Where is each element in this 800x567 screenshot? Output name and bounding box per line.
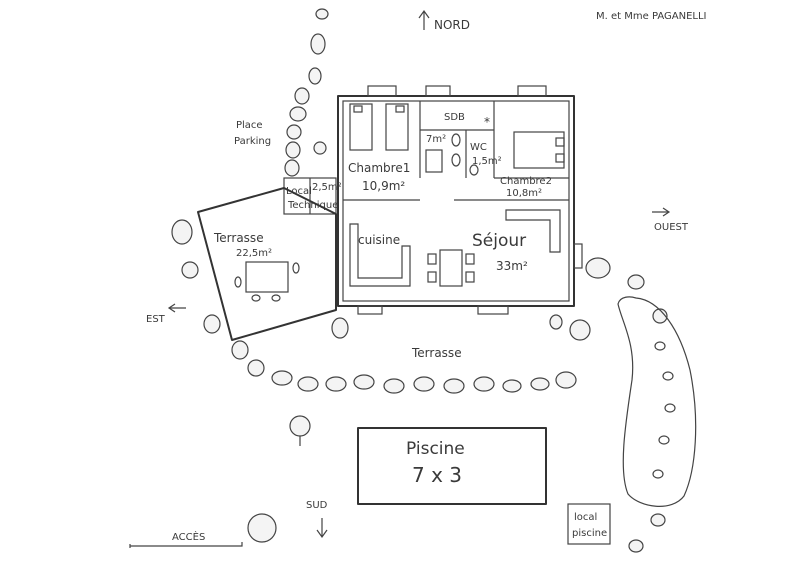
pool-room-line2: piscine bbox=[572, 528, 607, 539]
west-indicator: OUEST bbox=[652, 207, 689, 233]
bathroom-name: SDB bbox=[444, 112, 465, 123]
tech-room-name: Local bbox=[286, 186, 312, 197]
bedroom1-area: 10,9m² bbox=[362, 179, 405, 193]
bedroom2-area: 10,8m² bbox=[506, 188, 542, 199]
parking-label-line2: Parking bbox=[234, 136, 271, 147]
bedroom2-name: Chambre2 bbox=[500, 176, 552, 187]
south-indicator: SUD bbox=[306, 500, 328, 539]
pool-size: 7 x 3 bbox=[412, 463, 462, 487]
living-area: 33m² bbox=[496, 259, 528, 273]
house-walls bbox=[337, 85, 583, 315]
living-sofa bbox=[505, 209, 561, 253]
bidet-icon bbox=[451, 153, 461, 167]
kitchen-name: cuisine bbox=[358, 233, 400, 247]
pool-room bbox=[567, 503, 611, 545]
wc-area: 1,5m² bbox=[472, 156, 502, 167]
kitchen-counter bbox=[349, 223, 411, 287]
tree-icon bbox=[289, 415, 311, 446]
rock-trail-north bbox=[284, 8, 329, 177]
pool-outline bbox=[357, 427, 547, 505]
tech-room bbox=[283, 177, 337, 215]
bedroom1-name: Chambre1 bbox=[348, 161, 410, 175]
tech-room-name2: Technique bbox=[287, 200, 338, 211]
terrace-table bbox=[234, 261, 300, 302]
side-terrace-area: 22,5m² bbox=[236, 248, 272, 259]
bushes bbox=[171, 219, 668, 553]
dining-table bbox=[427, 249, 475, 287]
bedroom1-beds bbox=[349, 103, 409, 151]
bathroom-area: 7m² bbox=[426, 134, 446, 145]
owners-label: M. et Mme PAGANELLI bbox=[596, 11, 706, 22]
sink-icon bbox=[451, 133, 461, 147]
south-arrow-icon bbox=[316, 518, 328, 539]
pool-room-line1: local bbox=[574, 512, 597, 523]
garden-path bbox=[617, 296, 697, 507]
east-arrow-icon bbox=[167, 303, 186, 313]
parking-label-line1: Place bbox=[236, 120, 263, 131]
pool-name: Piscine bbox=[406, 439, 465, 459]
access-label: ACCÈS bbox=[172, 530, 205, 543]
bathroom-sparkle-icon: * bbox=[484, 115, 490, 129]
south-label: SUD bbox=[306, 500, 328, 511]
east-label: EST bbox=[146, 314, 166, 325]
tech-room-area: 2,5m² bbox=[312, 182, 342, 193]
toilet-icon bbox=[469, 164, 479, 176]
access-line bbox=[129, 542, 243, 548]
north-arrow-icon bbox=[418, 9, 430, 30]
side-terrace-outline bbox=[197, 187, 337, 341]
side-terrace-name: Terrasse bbox=[213, 231, 264, 245]
bedroom2-bed bbox=[513, 131, 565, 169]
north-indicator: NORD bbox=[418, 9, 470, 32]
stepping-stones bbox=[652, 341, 676, 479]
north-label: NORD bbox=[434, 18, 470, 32]
west-arrow-icon bbox=[652, 207, 671, 217]
shower-icon bbox=[425, 149, 443, 173]
west-label: OUEST bbox=[654, 222, 689, 233]
living-name: Séjour bbox=[472, 231, 526, 251]
front-terrace-name: Terrasse bbox=[411, 346, 462, 360]
rock-border-south bbox=[231, 314, 591, 394]
wc-name: WC bbox=[470, 142, 487, 153]
east-indicator: EST bbox=[146, 303, 186, 325]
